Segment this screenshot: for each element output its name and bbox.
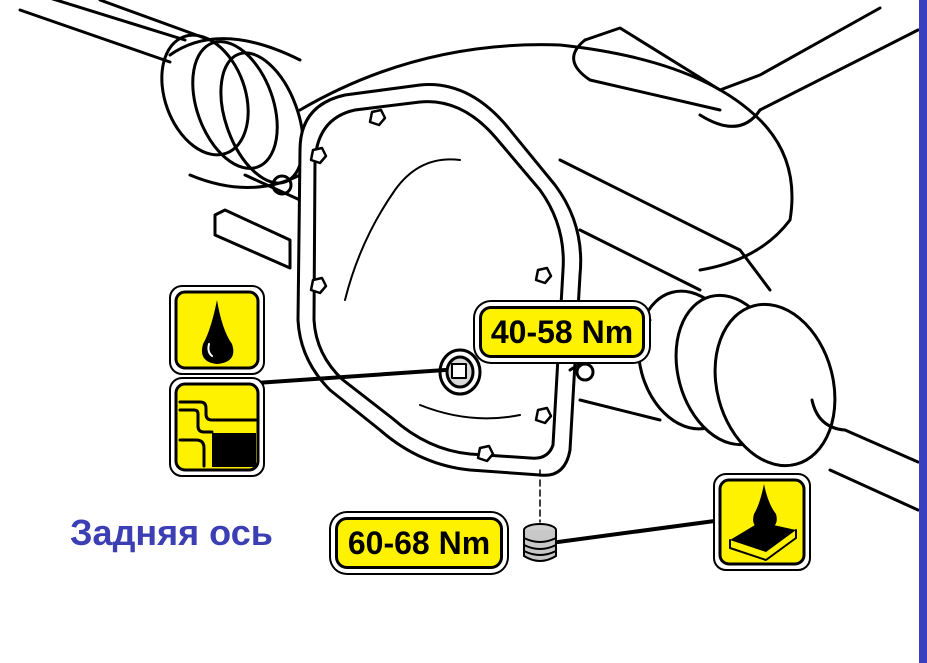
differential-housing xyxy=(298,43,794,292)
right-border-bar xyxy=(919,0,927,663)
fill-plug xyxy=(438,348,482,396)
cover-bolts xyxy=(309,108,553,463)
drain-plug-torque-label: 60-68 Nm xyxy=(335,517,503,569)
mount-bracket xyxy=(213,173,302,270)
left-axle-boot xyxy=(160,33,305,189)
fill-plug-torque-label: 40-58 Nm xyxy=(479,306,645,358)
right-axle-tube xyxy=(810,398,920,512)
drain-plug xyxy=(523,523,557,562)
oil-level-icon xyxy=(169,377,265,477)
differential-cover xyxy=(296,83,583,477)
left-axle-tube xyxy=(18,0,212,64)
oil-drain-icon xyxy=(713,473,811,571)
leader-lines xyxy=(254,368,724,544)
oil-drop-icon xyxy=(169,285,265,375)
caption-rear-axle: Задняя ось xyxy=(70,512,273,553)
right-axle-boot xyxy=(568,289,837,468)
